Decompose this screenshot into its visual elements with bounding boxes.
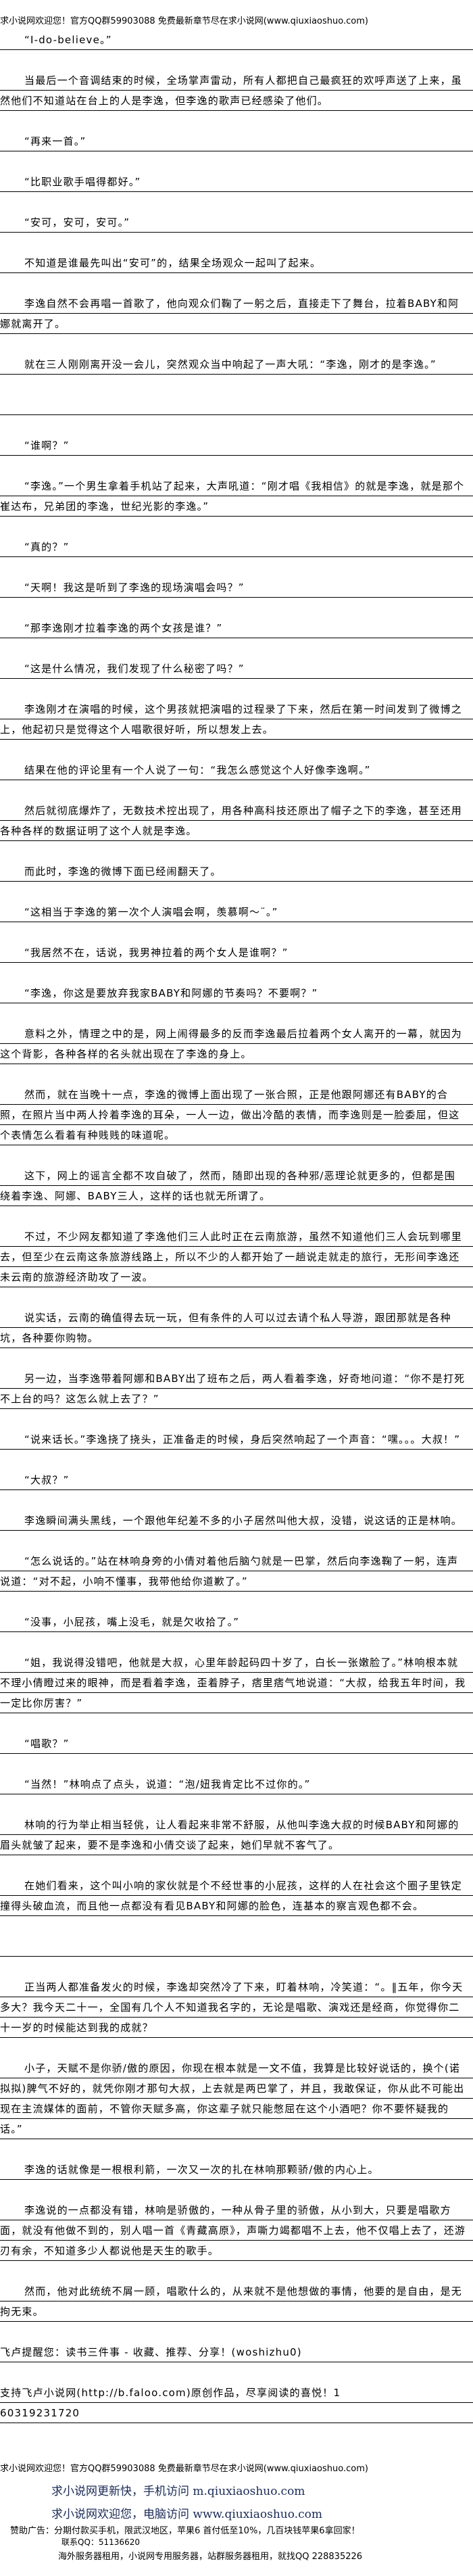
paragraph: 支持飞卢小说网(http://b.faloo.com)原创作品，尽享阅读的喜悦！… (0, 2383, 473, 2403)
paragraph: 就在三人刚刚离开没一会儿，突然观众当中响起了一声大吼：“李逸，刚才的是李逸。” (0, 354, 473, 375)
paragraph: 飞卢提醒您：读书三件事 - 收藏、推荐、分享！(woshizhu0) (0, 2342, 473, 2362)
paragraph: “当然！”林响点了点头，说道：“泡/妞我肯定比不过你的。” (0, 1774, 473, 1794)
paragraph: 然后就彻底爆炸了，无数技术控出现了，用各种高科技还原出了帽子之下的李逸，甚至还用… (0, 801, 473, 841)
sponsor-contact: 联系QQ：51136620 (61, 2537, 140, 2547)
paragraph: 林响的行为举止相当轻佻，让人看起来非常不舒服，从他叫李逸大叔的时候BABY和阿娜… (0, 1815, 473, 1855)
ruled-empty-line (0, 395, 473, 415)
paragraph: “大叔？” (0, 1470, 473, 1490)
paragraph: 李逸刚才在演唱的时候，这个男孩就把演唱的过程录了下来，然后在第一时间发到了微博之… (0, 699, 473, 740)
paragraph: “没事，小屁孩，嘴上没毛，就是欠收拾了。” (0, 1612, 473, 1632)
paragraph: “李逸，你这是要放弃我家BABY和阿娜的节奏吗？不要啊？” (0, 983, 473, 1003)
site-banner-top: 求小说网欢迎您！官方QQ群59903088 免费最新章节尽在求小说网(www.q… (0, 16, 368, 26)
server-ad: 海外服务器租用，小说网专用服务器，站群服务器租用，就找QQ 228835226 (58, 2552, 363, 2562)
paragraph: “安可，安可，安可。” (0, 212, 473, 233)
paragraph: “I-do-believe。” (0, 30, 473, 50)
paragraph: 而此时，李逸的微博下面已经闹翻天了。 (0, 861, 473, 882)
paragraph: 然而，他对此统统不屑一顾，唱歌什么的，从来就不是他想做的事情，他要的是自由，是无… (0, 2281, 473, 2322)
paragraph: 在她们看来，这个叫小响的家伙就是个不经世事的小屁孩，这样的人在社会这个圈子里铁定… (0, 1876, 473, 1916)
paragraph: “说来话长。”李逸挠了挠头，正准备走的时候，身后突然响起了一个声音：“嘿。。。大… (0, 1429, 473, 1450)
paragraph: 小子，天赋不是你骄/傲的原因，你现在根本就是一文不值，我算是比较好说话的，换个(… (0, 2058, 473, 2139)
paragraph: “这是什么情况，我们发现了什么秘密了吗？” (0, 659, 473, 679)
paragraph: “怎么说话的。”站在林响身旁的小倩对着他后脑勺就是一巴掌，然后向李逸鞠了一躬，连… (0, 1551, 473, 1592)
pc-access-link[interactable]: 求小说网欢迎您，电脑访问 www.qiuxiaoshuo.com (51, 2508, 322, 2521)
paragraph: 李逸说的一点都没有错，林响是骄傲的，一种从骨子里的骄傲，从小到大，只要是唱歌方面… (0, 2200, 473, 2261)
paragraph: 60319231720 (0, 2403, 473, 2423)
paragraph: 结果在他的评论里有一个人说了一句：“我怎么感觉这个人好像李逸啊。” (0, 760, 473, 780)
ruled-empty-line (0, 1936, 473, 1957)
site-banner-bottom: 求小说网欢迎您！官方QQ群59903088 免费最新章节尽在求小说网(www.q… (0, 2464, 368, 2474)
paragraph: 不过，不少网友都知道了李逸他们三人此时正在云南旅游，虽然不知道他们三人会玩到哪里… (0, 1226, 473, 1287)
sponsor-ad: 赞助广告：分期付款买手机，限武汉地区，苹果6 首付低至10%，几百块钱苹果6拿回… (10, 2526, 360, 2536)
paragraph: “唱歌？” (0, 1734, 473, 1754)
paragraph: “天啊！我这是听到了李逸的现场演唱会吗？” (0, 577, 473, 598)
paragraph: 然而，就在当晚十一点，李逸的微博上面出现了一张合照，正是他跟阿娜还有BABY的合… (0, 1084, 473, 1145)
paragraph: 这下，网上的谣言全都不攻自破了，然而，随即出现的各种邪/恶理论就更多的，但都是围… (0, 1166, 473, 1206)
paragraph: “这相当于李逸的第一次个人演唱会啊，羡慕啊～¨。” (0, 902, 473, 922)
paragraph: 李逸的话就像是一根根利箭，一次又一次的扎在林响那颗骄/傲的内心上。 (0, 2160, 473, 2180)
paragraph: 李逸自然不会再唱一首歌了，他向观众们鞠了一躬之后，直接走下了舞台，拉着BABY和… (0, 293, 473, 334)
paragraph: “比职业歌手唱得都好。” (0, 172, 473, 192)
paragraph: 当最后一个音调结束的时候，全场掌声雷动，所有人都把自己最疯狂的欢呼声送了上来，虽… (0, 70, 473, 111)
paragraph: “再来一首。” (0, 131, 473, 151)
paragraph: “我居然不在，话说，我男神拉着的两个女人是谁啊？” (0, 943, 473, 963)
paragraph: 另一边，当李逸带着阿娜和BABY出了班布之后，两人看着李逸，好奇地问道：“你不是… (0, 1368, 473, 1409)
paragraph: 意料之外，情理之中的是，网上闹得最多的反而李逸最后拉着两个女人离开的一幕，就因为… (0, 1024, 473, 1064)
paragraph: “李逸。”一个男生拿着手机站了起来，大声吼道：“刚才唱《我相信》的就是李逸，就是… (0, 476, 473, 517)
paragraph: “真的？” (0, 537, 473, 557)
paragraph: 说实话，云南的确值得去玩一玩，但有条件的人可以过去请个私人导游，跟团那就是各种坑… (0, 1308, 473, 1348)
paragraph: 不知道是谁最先叫出“安可”的，结果全场观众一起叫了起来。 (0, 253, 473, 273)
paragraph: 李逸瞬间满头黑线，一个跟他年纪差不多的小子居然叫他大叔，没错，说这话的正是林响。 (0, 1510, 473, 1531)
paragraph: “姐，我说得没错吧，他就是大叔，心里年龄起码四十岁了，白长一张嫩脸了。”林响根本… (0, 1652, 473, 1713)
paragraph: 正当两人都准备发火的时候，李逸却突然冷了下来，盯着林响，冷笑道：“。‖五年，你今… (0, 1977, 473, 2038)
mobile-access-link[interactable]: 求小说网更新快，手机访问 m.qiuxiaoshuo.com (51, 2485, 305, 2498)
page-footer: 求小说网欢迎您！官方QQ群59903088 免费最新章节尽在求小说网(www.q… (0, 2464, 473, 2562)
paragraph: “谁啊？” (0, 435, 473, 456)
chapter-body: “I-do-believe。” 当最后一个音调结束的时候，全场掌声雷动，所有人都把… (0, 30, 473, 2443)
paragraph: “那李逸刚才拉着李逸的两个女孩是谁？” (0, 618, 473, 638)
